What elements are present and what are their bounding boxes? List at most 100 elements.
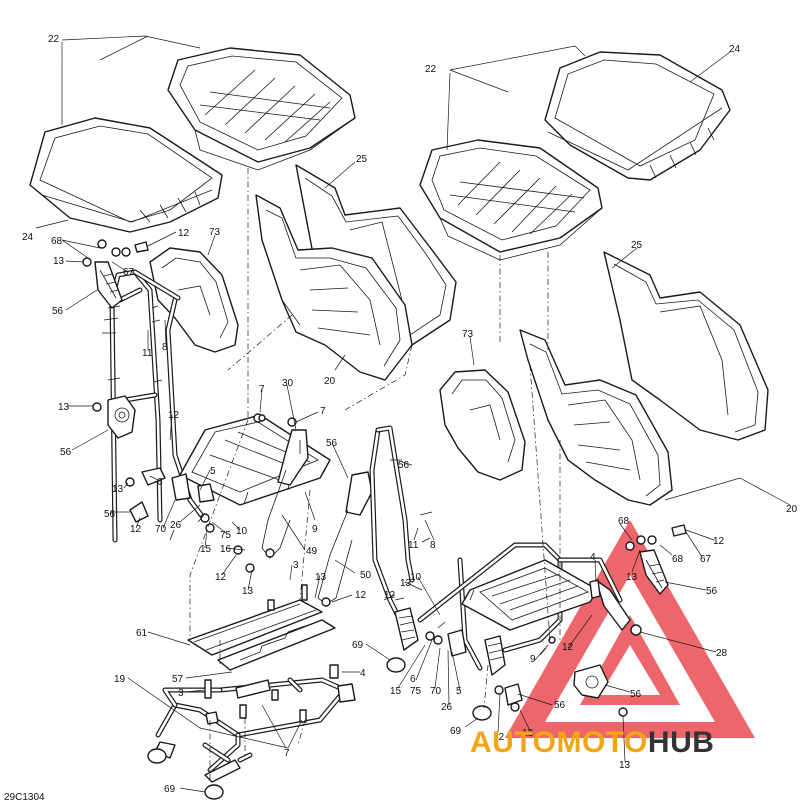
callout-12: 12 bbox=[215, 572, 227, 583]
callout-12: 12 bbox=[384, 590, 396, 601]
callout-4: 4 bbox=[360, 668, 366, 679]
callout-56: 56 bbox=[60, 447, 72, 458]
callout-56: 56 bbox=[706, 586, 718, 597]
callout-26: 26 bbox=[441, 702, 453, 713]
callout-75: 75 bbox=[410, 686, 422, 697]
seat-slide-rail bbox=[187, 599, 336, 671]
callout-67: 67 bbox=[123, 267, 135, 278]
recliner-knob-right bbox=[573, 579, 631, 699]
callout-50: 50 bbox=[360, 570, 372, 581]
seat-base-right bbox=[419, 139, 603, 261]
callout-6: 6 bbox=[410, 674, 416, 685]
callout-26: 26 bbox=[170, 520, 182, 531]
callout-6: 6 bbox=[157, 477, 163, 488]
callout-16: 16 bbox=[220, 544, 232, 555]
callout-7: 7 bbox=[284, 748, 290, 759]
callout-56: 56 bbox=[630, 689, 642, 700]
seat-back-shell-right bbox=[603, 251, 769, 441]
callout-28: 28 bbox=[716, 648, 728, 659]
callout-69: 69 bbox=[450, 726, 462, 737]
seat-base-frame bbox=[154, 677, 356, 783]
seat-frame-right bbox=[369, 425, 483, 671]
callout-68: 68 bbox=[51, 236, 63, 247]
callout-24: 24 bbox=[22, 232, 34, 243]
callout-68: 68 bbox=[672, 554, 684, 565]
callout-labels: 22 22 24 24 25 25 20 20 73 73 68 67 12 1… bbox=[4, 34, 798, 803]
callout-8: 8 bbox=[162, 342, 168, 353]
callout-15: 15 bbox=[200, 544, 212, 555]
callout-49: 49 bbox=[306, 546, 318, 557]
callout-10: 10 bbox=[236, 526, 248, 537]
callout-12: 12 bbox=[178, 228, 190, 239]
callout-13: 13 bbox=[522, 728, 534, 739]
watermark-triangle-icon bbox=[505, 520, 755, 738]
callout-22: 22 bbox=[425, 64, 437, 75]
seat-base-left bbox=[167, 47, 356, 171]
seat-pan-frame-right bbox=[417, 542, 623, 653]
callout-5: 5 bbox=[210, 466, 216, 477]
callout-56: 56 bbox=[52, 306, 64, 317]
watermark-text: AUTOMOTOHUB bbox=[470, 726, 714, 759]
callout-13: 13 bbox=[315, 572, 327, 583]
hardware-left bbox=[82, 239, 297, 573]
bolts-right bbox=[390, 459, 547, 656]
callout-12: 12 bbox=[168, 410, 180, 421]
callout-13: 13 bbox=[400, 578, 412, 589]
callout-12: 12 bbox=[493, 732, 505, 743]
seat-back-frame-right bbox=[519, 329, 673, 506]
figure-code: 29C1304 bbox=[4, 792, 45, 803]
callout-56: 56 bbox=[326, 438, 338, 449]
callout-13: 13 bbox=[242, 586, 254, 597]
callout-15: 15 bbox=[390, 686, 402, 697]
callout-24: 24 bbox=[729, 44, 741, 55]
callout-56: 56 bbox=[554, 700, 566, 711]
callout-9: 9 bbox=[312, 524, 318, 535]
studs-bottom bbox=[204, 584, 339, 725]
callout-20: 20 bbox=[786, 504, 798, 515]
seat-cushion-right bbox=[544, 51, 731, 181]
callout-13: 13 bbox=[112, 484, 124, 495]
callout-20: 20 bbox=[324, 376, 336, 387]
callout-75: 75 bbox=[220, 530, 232, 541]
callout-12: 12 bbox=[562, 642, 574, 653]
hardware-right bbox=[258, 414, 687, 717]
callout-10: 10 bbox=[410, 572, 422, 583]
callout-70: 70 bbox=[430, 686, 442, 697]
callout-73: 73 bbox=[462, 329, 474, 340]
watermark-text-part1: AUTOMOTO bbox=[470, 726, 648, 759]
callout-3: 3 bbox=[293, 560, 299, 571]
callout-70: 70 bbox=[155, 524, 167, 535]
seat-belt-buckle-left bbox=[261, 429, 309, 559]
callout-11: 11 bbox=[408, 540, 419, 551]
callout-22: 22 bbox=[48, 34, 60, 45]
watermark-logo bbox=[505, 520, 755, 738]
callout-13: 13 bbox=[619, 760, 631, 771]
callout-67: 67 bbox=[700, 554, 712, 565]
callout-13: 13 bbox=[53, 256, 65, 267]
callout-69: 69 bbox=[164, 784, 176, 795]
recliner-knob-left bbox=[107, 395, 136, 439]
callout-25: 25 bbox=[356, 154, 368, 165]
callout-13: 13 bbox=[626, 572, 638, 583]
svg-text:AUTOMOTOHUB: AUTOMOTOHUB bbox=[470, 726, 714, 759]
callout-61: 61 bbox=[136, 628, 148, 639]
watermark-text-part2: HUB bbox=[648, 726, 715, 759]
callout-5: 5 bbox=[456, 686, 462, 697]
callout-12: 12 bbox=[355, 590, 367, 601]
callout-12: 12 bbox=[130, 524, 142, 535]
callout-57: 57 bbox=[172, 674, 184, 685]
callout-4: 4 bbox=[590, 552, 596, 563]
seat-frame-feet-right bbox=[394, 607, 506, 676]
callout-19: 19 bbox=[114, 674, 126, 685]
callout-30: 30 bbox=[282, 378, 294, 389]
callout-69: 69 bbox=[352, 640, 364, 651]
callout-9: 9 bbox=[530, 654, 536, 665]
callout-11: 11 bbox=[142, 348, 153, 359]
rubber-bumpers bbox=[147, 657, 492, 800]
callout-12: 12 bbox=[713, 536, 725, 547]
callout-3: 3 bbox=[178, 688, 184, 699]
headrest-right bbox=[439, 369, 526, 481]
callout-73: 73 bbox=[209, 227, 221, 238]
callout-25: 25 bbox=[631, 240, 643, 251]
